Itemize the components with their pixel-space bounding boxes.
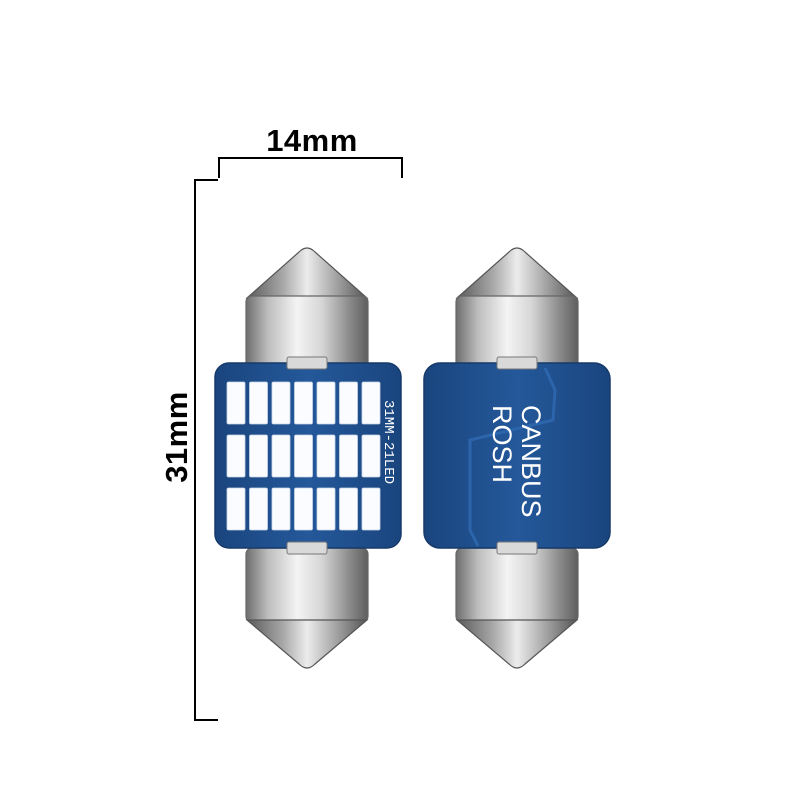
led-chip bbox=[226, 487, 246, 531]
led-chip bbox=[271, 381, 291, 425]
led-grid bbox=[226, 381, 381, 531]
led-chip bbox=[226, 434, 246, 478]
led-chip bbox=[294, 381, 313, 425]
height-dimension-label: 31mm bbox=[159, 391, 194, 483]
led-chip bbox=[249, 381, 268, 425]
led-chip bbox=[249, 487, 268, 531]
led-chip bbox=[249, 434, 268, 478]
led-chip bbox=[339, 487, 358, 531]
back-bulb: CANBUS ROSH bbox=[423, 247, 611, 669]
brand-text: ROSH bbox=[487, 405, 517, 483]
led-chip bbox=[294, 434, 313, 478]
led-chip bbox=[361, 434, 381, 478]
led-chip bbox=[271, 434, 291, 478]
led-chip bbox=[294, 487, 313, 531]
dimension-lines bbox=[194, 157, 403, 721]
led-chip bbox=[271, 487, 291, 531]
canbus-text: CANBUS bbox=[516, 405, 546, 518]
led-chip bbox=[316, 487, 336, 531]
led-chip bbox=[226, 381, 246, 425]
width-dimension-line bbox=[218, 157, 403, 178]
led-chip bbox=[361, 487, 381, 531]
width-dimension-label: 14mm bbox=[266, 123, 358, 158]
led-chip bbox=[339, 434, 358, 478]
led-chip bbox=[339, 381, 358, 425]
led-chip bbox=[361, 381, 381, 425]
led-chip bbox=[316, 434, 336, 478]
board-model-text: 31MM-21LED bbox=[380, 400, 396, 484]
front-bulb: 31MM-21LED bbox=[214, 247, 402, 669]
led-chip bbox=[316, 381, 336, 425]
height-dimension-line bbox=[194, 179, 218, 721]
